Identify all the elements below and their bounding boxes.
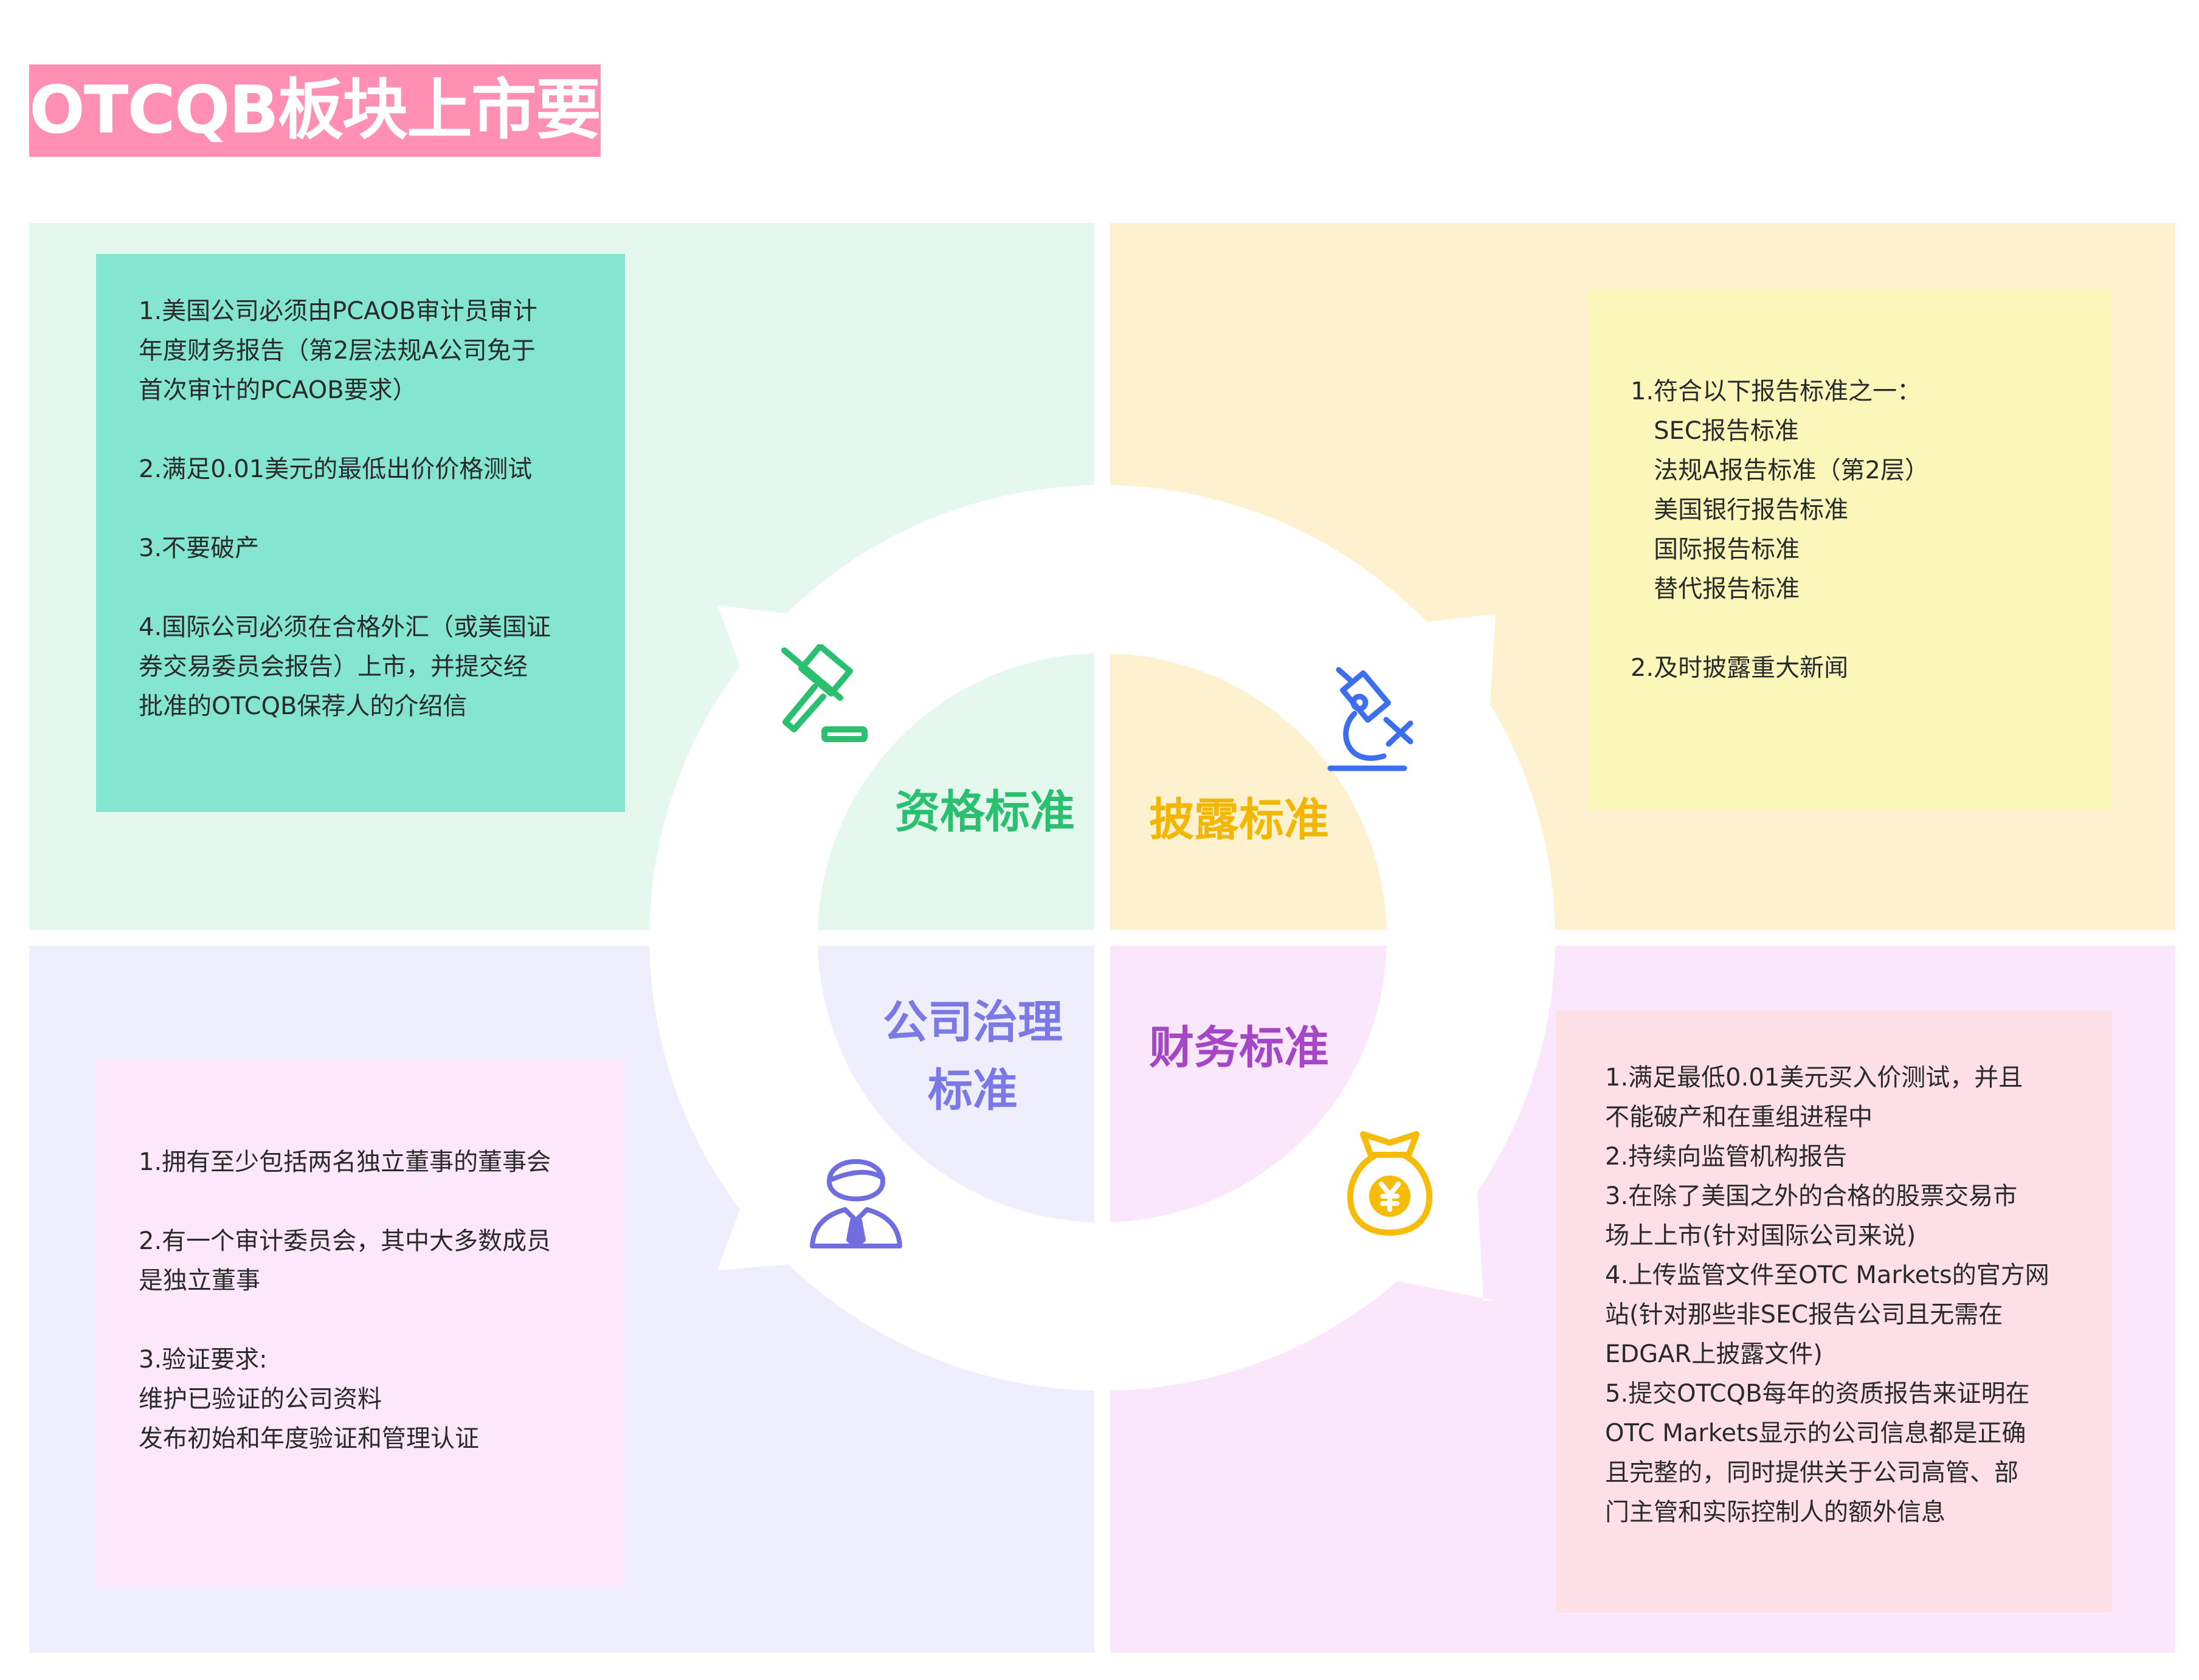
- businessman-icon: [810, 1159, 902, 1248]
- qualification-line: [139, 489, 601, 529]
- disclosure-line: SEC报告标准: [1631, 417, 1799, 445]
- money-bag-icon: [1347, 1131, 1432, 1236]
- financial-line: EDGAR上披露文件): [1605, 1340, 1823, 1368]
- disclosure-line: 美国银行报告标准: [1631, 496, 1849, 524]
- governance-line: 是独立董事: [139, 1267, 260, 1295]
- financial-line: 场上上市(针对国际公司来说): [1605, 1222, 1916, 1250]
- qualification-line: 2.满足0.01美元的最低出价价格测试: [139, 455, 533, 483]
- governance-line: 1.拥有至少包括两名独立董事的董事会: [139, 1148, 551, 1176]
- qualification-line: 1.美国公司必须由PCAOB审计员审计: [139, 297, 537, 325]
- qualification-line: 券交易委员会报告）上市，并提交经: [139, 653, 528, 681]
- financial-label: 财务标准: [1149, 1022, 1329, 1074]
- financial-line: 5.提交OTCQB每年的资质报告来证明在: [1605, 1380, 2030, 1408]
- financial-line: 3.在除了美国之外的合格的股票交易市: [1605, 1182, 2018, 1210]
- disclosure-line: [1631, 609, 2088, 649]
- governance-label-line: 公司治理: [883, 996, 1063, 1048]
- qualification-text-box: 1.美国公司必须由PCAOB审计员审计 年度财务报告（第2层法规A公司免于 首次…: [96, 254, 625, 812]
- governance-line: 维护已验证的公司资料: [139, 1385, 382, 1413]
- financial-line: 且完整的，同时提供关于公司高管、部: [1605, 1459, 2018, 1487]
- governance-label: 公司治理 标准: [857, 988, 1088, 1124]
- disclosure-text-box: 1.符合以下报告标准之一： SEC报告标准 法规A报告标准（第2层） 美国银行报…: [1588, 289, 2112, 810]
- qualification-line: 4.国际公司必须在合格外汇（或美国证: [139, 613, 551, 641]
- financial-line: 站(针对那些非SEC报告公司且无需在: [1605, 1301, 2003, 1329]
- gavel-icon: [781, 644, 868, 742]
- governance-line: 3.验证要求:: [139, 1346, 268, 1374]
- page-title: OTCQB板块上市要求: [29, 64, 601, 157]
- qualification-line: [139, 568, 601, 608]
- governance-label-line: 标准: [928, 1064, 1018, 1117]
- financial-line: 不能破产和在重组进程中: [1605, 1103, 1873, 1131]
- qualification-label: 资格标准: [895, 786, 1075, 838]
- qualification-line: 批准的OTCQB保荐人的介绍信: [139, 692, 468, 720]
- microscope-icon: [1327, 667, 1414, 771]
- qualification-line: 3.不要破产: [139, 534, 260, 562]
- financial-line: 门主管和实际控制人的额外信息: [1605, 1498, 1945, 1526]
- governance-line: [139, 1301, 607, 1340]
- qualification-line: 首次审计的PCAOB要求）: [139, 376, 417, 404]
- disclosure-line: 2.及时披露重大新闻: [1631, 654, 1849, 682]
- disclosure-line: 国际报告标准: [1631, 535, 1800, 563]
- governance-text-box: 1.拥有至少包括两名独立董事的董事会 2.有一个审计委员会，其中大多数成员 是独…: [96, 1059, 625, 1588]
- governance-line: [139, 1182, 607, 1222]
- disclosure-line: 法规A报告标准（第2层）: [1631, 456, 1929, 484]
- disclosure-line: 替代报告标准: [1631, 575, 1800, 603]
- disclosure-label: 披露标准: [1149, 794, 1329, 846]
- financial-line: OTC Markets显示的公司信息都是正确: [1605, 1419, 2026, 1447]
- disclosure-line: 1.符合以下报告标准之一：: [1631, 377, 1922, 405]
- financial-line: 1.满足最低0.01美元买入价测试，并且: [1605, 1064, 2023, 1092]
- financial-line: 4.上传监管文件至OTC Markets的官方网: [1605, 1261, 2049, 1289]
- qualification-line: 年度财务报告（第2层法规A公司免于: [139, 337, 536, 365]
- governance-line: 发布初始和年度验证和管理认证: [139, 1425, 479, 1453]
- financial-line: 2.持续向监管机构报告: [1605, 1143, 1848, 1171]
- financial-text-box: 1.满足最低0.01美元买入价测试，并且 不能破产和在重组进程中 2.持续向监管…: [1556, 1011, 2112, 1613]
- governance-line: 2.有一个审计委员会，其中大多数成员: [139, 1227, 551, 1255]
- qualification-line: [139, 410, 601, 450]
